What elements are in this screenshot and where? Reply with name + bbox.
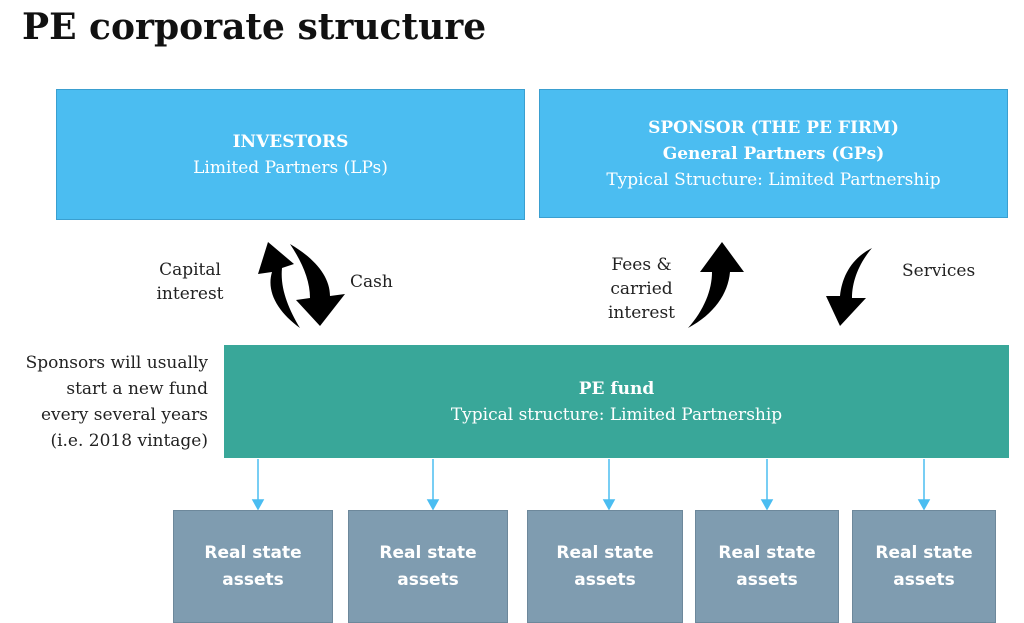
asset-box: Real state assets (173, 510, 333, 623)
cash-label: Cash (350, 272, 393, 292)
fees-up-arrow (688, 242, 744, 328)
asset-label: Real state (379, 542, 477, 563)
asset-label: Real state (204, 542, 302, 563)
asset-box: Real state assets (695, 510, 839, 623)
note-line: every several years (40, 405, 208, 425)
fund-to-asset-connectors (251, 459, 931, 511)
investors-subtitle: Limited Partners (LPs) (193, 157, 388, 178)
asset-label: Real state (556, 542, 654, 563)
asset-label: Real state (718, 542, 816, 563)
note-line: (i.e. 2018 vintage) (50, 431, 208, 451)
pe-fund-heading: PE fund (578, 378, 655, 399)
investors-heading: INVESTORS (232, 131, 349, 152)
cash-down-arrow (290, 244, 345, 326)
services-down-arrow (826, 248, 872, 326)
asset-box: Real state assets (527, 510, 683, 623)
fees-label-line: carried (610, 279, 673, 299)
note-line: Sponsors will usually (25, 353, 208, 373)
capital-interest-label: Capital interest (140, 258, 240, 306)
asset-label: assets (736, 569, 798, 590)
asset-label: assets (893, 569, 955, 590)
page-title: PE corporate structure (22, 6, 487, 48)
asset-box: Real state assets (852, 510, 996, 623)
services-label: Services (902, 261, 976, 281)
note-line: start a new fund (66, 379, 208, 399)
sponsor-heading: SPONSOR (THE PE FIRM) (648, 117, 899, 138)
asset-label: assets (397, 569, 459, 590)
fees-carried-interest-label: Fees & carried interest (594, 253, 689, 325)
asset-label: assets (222, 569, 284, 590)
fees-label-line: Fees & (611, 255, 672, 275)
pe-fund-subtitle: Typical structure: Limited Partnership (450, 404, 783, 425)
capital-label-line: Capital (159, 260, 221, 280)
asset-label: Real state (875, 542, 973, 563)
sponsor-box: SPONSOR (THE PE FIRM) General Partners (… (539, 89, 1008, 218)
fees-label-line: interest (607, 303, 676, 323)
sponsor-structure-line: Typical Structure: Limited Partnership (606, 169, 941, 190)
asset-box: Real state assets (348, 510, 508, 623)
sponsor-gp-line: General Partners (GPs) (662, 143, 885, 164)
investors-box: INVESTORS Limited Partners (LPs) (56, 89, 525, 220)
new-fund-note: Sponsors will usually start a new fund e… (0, 350, 208, 454)
asset-label: assets (574, 569, 636, 590)
pe-fund-box: PE fund Typical structure: Limited Partn… (224, 345, 1009, 458)
capital-up-arrow (258, 242, 300, 328)
capital-label-line: interest (156, 284, 224, 304)
